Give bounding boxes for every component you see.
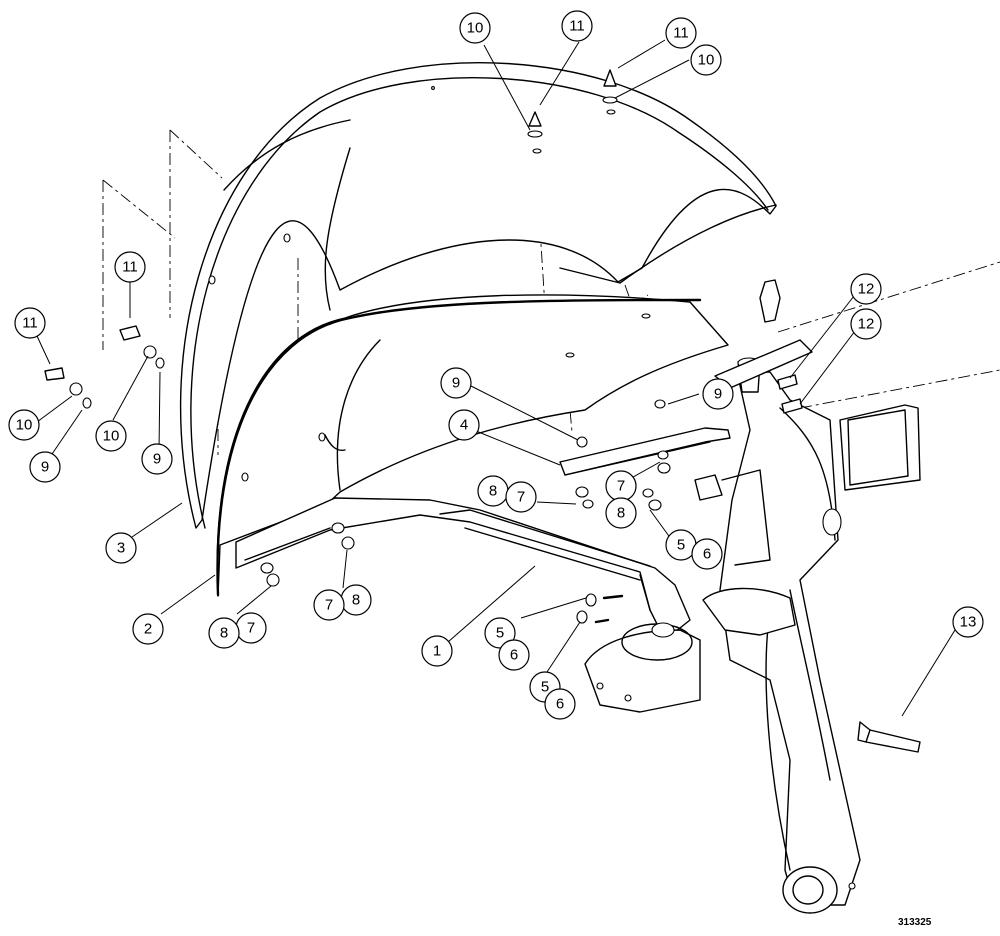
callout-10-top-right[interactable]: 10	[690, 44, 722, 76]
callout-11-far-left[interactable]: 11	[14, 307, 46, 339]
callout-8-lower[interactable]: 8	[340, 584, 372, 616]
rear-fender-shell	[179, 61, 777, 529]
svg-text:5: 5	[677, 537, 685, 554]
svg-text:6: 6	[703, 546, 711, 563]
callout-9-far-left[interactable]: 9	[29, 451, 61, 483]
callout-7-right[interactable]: 7	[605, 470, 637, 502]
svg-text:7: 7	[325, 597, 333, 614]
svg-text:13: 13	[960, 614, 977, 631]
callout-4[interactable]: 4	[448, 409, 480, 441]
drawing-number: 313325	[898, 917, 932, 928]
leader-lines	[36, 39, 956, 717]
callout-6-low[interactable]: 6	[544, 688, 576, 720]
callout-13[interactable]: 13	[952, 606, 984, 638]
svg-text:6: 6	[556, 696, 564, 713]
callout-balloons: 10 11 11 10 11 11 10 10 9 9 3 2 9 4 9 8 …	[8, 10, 984, 720]
svg-text:7: 7	[517, 489, 525, 506]
svg-text:7: 7	[617, 478, 625, 495]
callout-8-right[interactable]: 8	[605, 497, 637, 529]
svg-text:10: 10	[16, 417, 33, 434]
callout-9-right[interactable]: 9	[702, 378, 734, 410]
callout-10-far-left[interactable]: 10	[8, 409, 40, 441]
svg-text:11: 11	[673, 25, 689, 42]
callout-6-mid[interactable]: 6	[498, 639, 530, 671]
callout-2[interactable]: 2	[132, 613, 164, 645]
callout-7-bottom-left[interactable]: 7	[235, 612, 267, 644]
svg-text:7: 7	[247, 620, 255, 637]
svg-text:11: 11	[569, 18, 585, 35]
hardware-fasteners	[44, 69, 803, 624]
svg-text:5: 5	[496, 625, 504, 642]
svg-text:12: 12	[858, 281, 875, 298]
callout-9-left[interactable]: 9	[141, 443, 173, 475]
svg-text:5: 5	[541, 679, 549, 696]
callout-6-right[interactable]: 6	[691, 538, 723, 570]
svg-text:12: 12	[858, 316, 875, 333]
callout-8-bottom-left[interactable]: 8	[208, 617, 240, 649]
svg-text:9: 9	[153, 451, 161, 468]
callout-9-center[interactable]: 9	[440, 367, 472, 399]
svg-text:10: 10	[103, 428, 120, 445]
tractor-frame-tongue	[584, 279, 921, 914]
svg-text:9: 9	[41, 459, 49, 476]
svg-text:9: 9	[714, 386, 722, 403]
svg-text:8: 8	[220, 625, 228, 642]
callout-7-lower[interactable]: 7	[313, 589, 345, 621]
callout-3[interactable]: 3	[105, 532, 137, 564]
inner-fender-liner	[208, 233, 729, 597]
callout-11-top[interactable]: 11	[561, 10, 593, 42]
svg-text:9: 9	[452, 375, 460, 392]
callout-10-top[interactable]: 10	[459, 12, 491, 44]
svg-text:11: 11	[22, 315, 38, 332]
callout-10-left[interactable]: 10	[95, 420, 127, 452]
svg-text:10: 10	[698, 52, 715, 69]
callout-8-center[interactable]: 8	[477, 475, 509, 507]
svg-text:4: 4	[460, 417, 468, 434]
svg-text:2: 2	[144, 621, 152, 638]
callout-12-lower[interactable]: 12	[850, 308, 882, 340]
callout-12-upper[interactable]: 12	[850, 273, 882, 305]
svg-text:11: 11	[122, 259, 138, 276]
svg-text:6: 6	[510, 647, 518, 664]
callout-5-mid[interactable]: 5	[484, 617, 516, 649]
mounting-plate	[559, 427, 731, 476]
callout-7-center[interactable]: 7	[505, 481, 537, 513]
callout-1[interactable]: 1	[421, 635, 453, 667]
svg-text:3: 3	[117, 540, 125, 557]
svg-text:8: 8	[489, 483, 497, 500]
svg-text:8: 8	[617, 505, 625, 522]
svg-text:10: 10	[467, 20, 484, 37]
svg-text:1: 1	[433, 643, 441, 660]
callout-11-top-right[interactable]: 11	[665, 17, 697, 49]
callout-11-left[interactable]: 11	[114, 251, 146, 283]
svg-text:8: 8	[352, 592, 360, 609]
